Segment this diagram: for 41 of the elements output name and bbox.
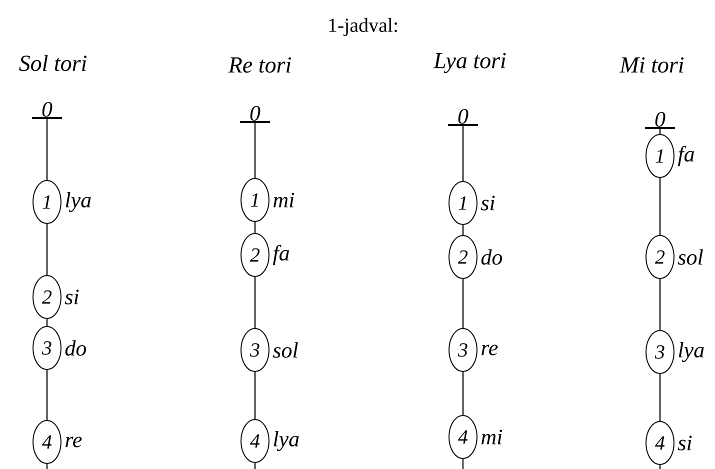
note-name: fa bbox=[272, 244, 289, 266]
string-line bbox=[659, 178, 661, 235]
string-line bbox=[659, 127, 661, 134]
string-line bbox=[254, 121, 256, 178]
open-string-mark: 0 bbox=[32, 102, 62, 119]
note-name: si bbox=[480, 196, 495, 210]
note-name: re bbox=[482, 344, 498, 356]
note-name: sol bbox=[678, 249, 703, 265]
string-heading: Lya tori bbox=[433, 52, 506, 74]
string-heading: Sol tori bbox=[19, 54, 86, 72]
note-name: si bbox=[64, 290, 79, 304]
note-name: re bbox=[66, 436, 82, 448]
note-name: sol bbox=[272, 342, 298, 358]
note-name: do bbox=[65, 340, 86, 356]
string-line bbox=[254, 277, 256, 328]
note-name: fa bbox=[678, 146, 694, 166]
note-name: lya bbox=[274, 431, 299, 451]
open-string-mark: 0 bbox=[240, 106, 270, 123]
table-title: 1-jadval: bbox=[329, 18, 397, 36]
string-line bbox=[462, 124, 464, 181]
note-name: mi bbox=[274, 192, 294, 208]
open-string-mark: 0 bbox=[645, 112, 675, 129]
string-line bbox=[46, 117, 48, 180]
note-name: lya bbox=[66, 192, 91, 212]
string-line bbox=[462, 225, 464, 235]
string-line bbox=[254, 222, 256, 233]
string-line bbox=[659, 374, 661, 421]
open-string-mark: 0 bbox=[448, 108, 478, 126]
note-name: do bbox=[481, 249, 502, 265]
note-name: mi bbox=[482, 430, 502, 444]
string-line bbox=[46, 319, 48, 326]
note-name: lya bbox=[678, 342, 704, 362]
string-line bbox=[254, 372, 256, 419]
string-line bbox=[462, 372, 464, 415]
string-line bbox=[46, 370, 48, 420]
string-line bbox=[46, 224, 48, 275]
string-heading: Mi tori bbox=[619, 57, 684, 73]
string-line bbox=[659, 279, 661, 330]
string-heading: Re tori bbox=[228, 57, 291, 73]
string-line bbox=[462, 279, 464, 328]
note-name: si bbox=[678, 436, 692, 450]
